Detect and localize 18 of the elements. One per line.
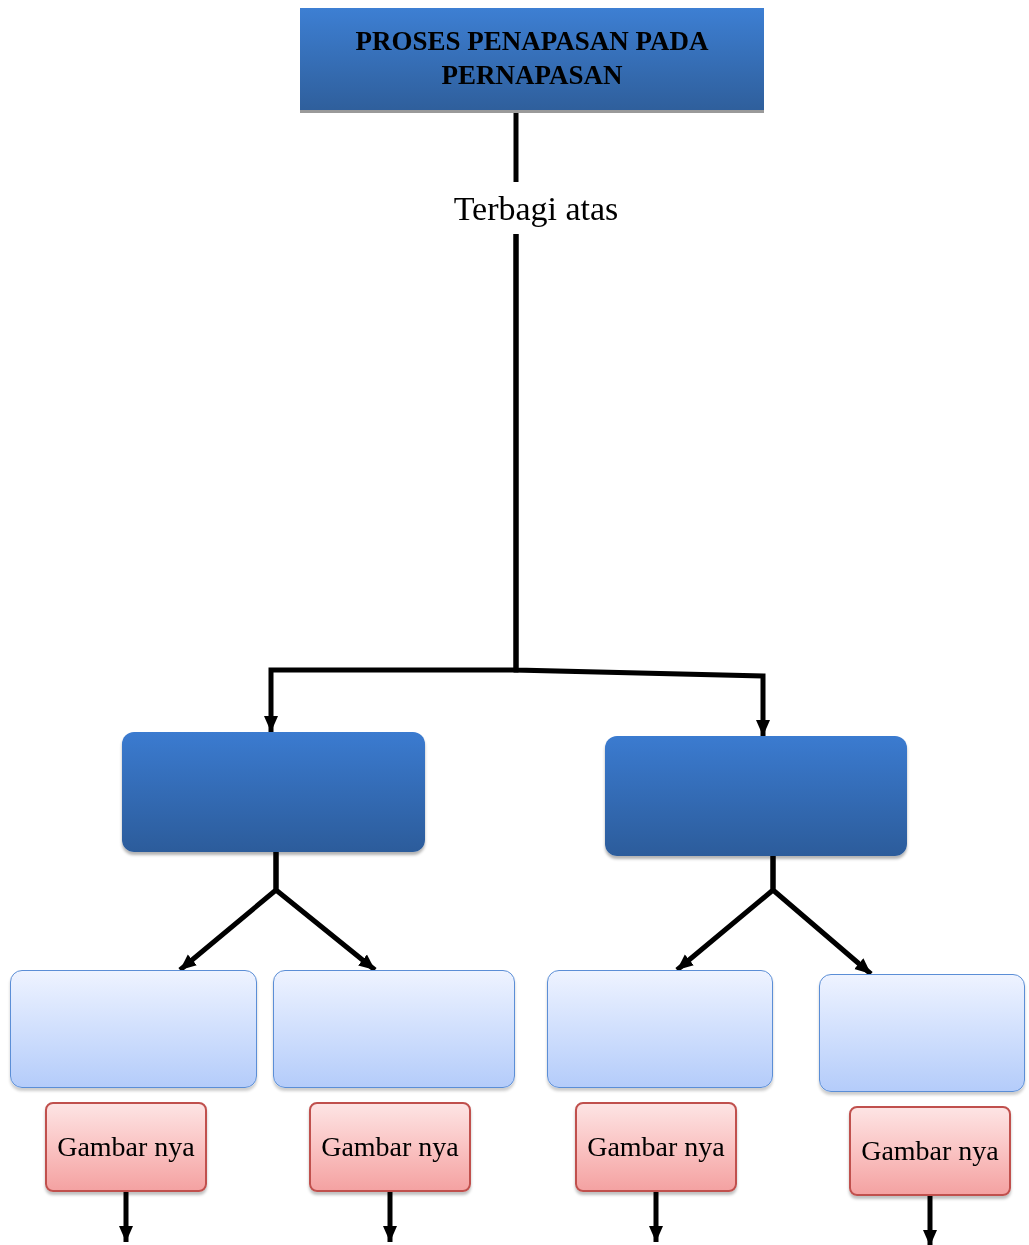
image-placeholder-box: Gambar nya — [849, 1106, 1011, 1196]
sub-box — [547, 970, 773, 1088]
image-placeholder-box: Gambar nya — [575, 1102, 737, 1192]
arrow — [923, 1196, 937, 1245]
sub-box — [273, 970, 515, 1088]
category-box — [122, 732, 425, 852]
image-placeholder-box: Gambar nya — [45, 1102, 207, 1192]
arrow — [513, 234, 770, 736]
arrow — [649, 1192, 663, 1242]
arrow — [273, 852, 377, 972]
image-placeholder-box: Gambar nya — [309, 1102, 471, 1192]
arrow — [119, 1192, 133, 1242]
sub-box — [10, 970, 257, 1088]
title-box: PROSES PENAPASAN PADA PERNAPASAN — [300, 8, 764, 110]
arrow — [770, 856, 873, 976]
arrow — [383, 1192, 397, 1242]
sub-box — [819, 974, 1025, 1092]
category-box — [605, 736, 907, 856]
